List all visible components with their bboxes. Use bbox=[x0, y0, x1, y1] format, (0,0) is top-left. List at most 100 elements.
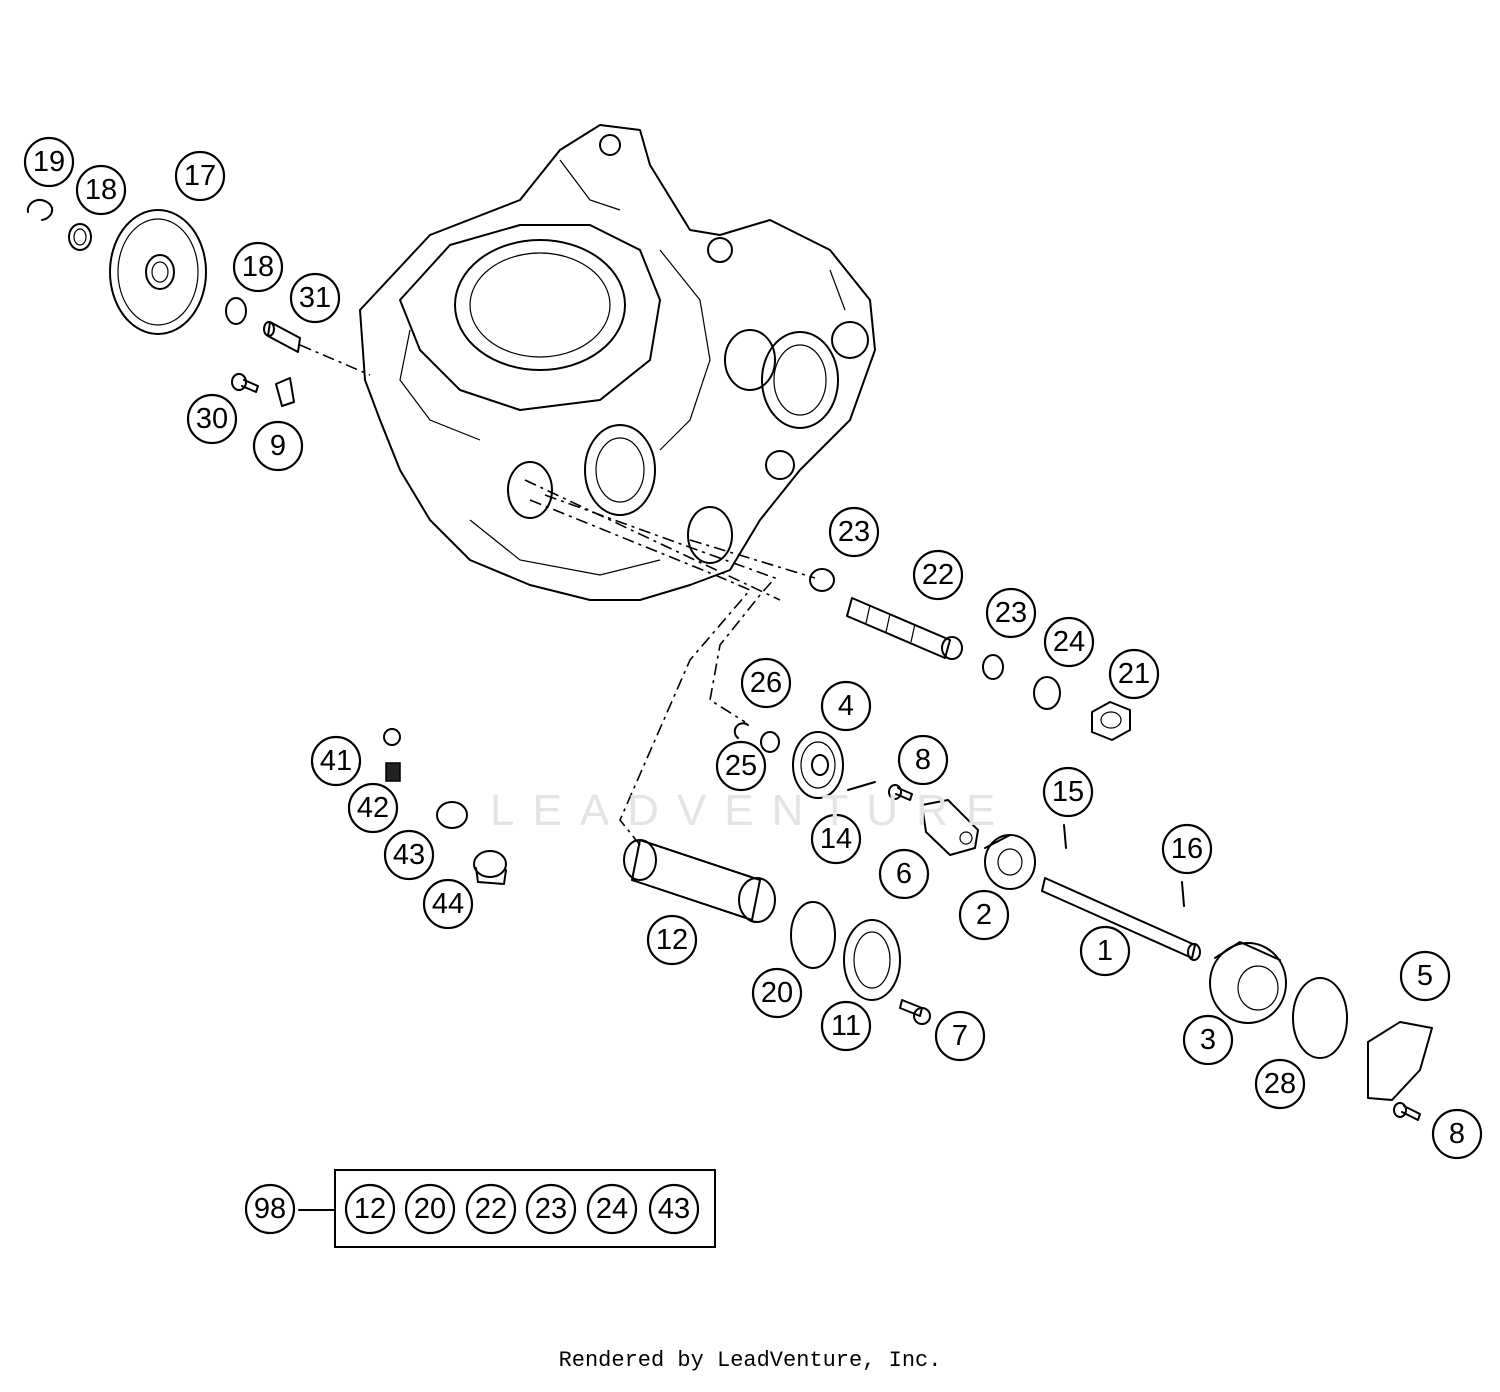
callout-18: 18 bbox=[75, 164, 127, 216]
part-washer-25 bbox=[760, 731, 780, 753]
callout-8-b: 8 bbox=[1431, 1108, 1483, 1160]
kit-item-22: 22 bbox=[465, 1183, 517, 1235]
svg-text:30: 30 bbox=[196, 403, 228, 435]
svg-text:44: 44 bbox=[432, 888, 464, 920]
part-oring-20 bbox=[790, 901, 836, 969]
part-washer-43 bbox=[436, 801, 468, 829]
svg-text:24: 24 bbox=[1053, 626, 1085, 658]
watermark: LEADVENTURE bbox=[490, 786, 1014, 835]
svg-text:26: 26 bbox=[750, 667, 782, 699]
part-plug-21 bbox=[1091, 701, 1131, 741]
svg-text:5: 5 bbox=[1417, 960, 1433, 992]
svg-text:11: 11 bbox=[831, 1010, 861, 1042]
part-plate-9 bbox=[275, 377, 295, 407]
callout-8: 8 bbox=[897, 734, 949, 786]
svg-text:18: 18 bbox=[85, 174, 117, 206]
callout-22: 22 bbox=[912, 549, 964, 601]
part-bolt-30 bbox=[231, 373, 259, 393]
callout-1: 1 bbox=[1079, 925, 1131, 977]
callout-30: 30 bbox=[186, 393, 238, 445]
svg-text:25: 25 bbox=[725, 750, 757, 782]
part-spring-42 bbox=[385, 762, 401, 782]
svg-text:1: 1 bbox=[1097, 935, 1113, 967]
svg-text:6: 6 bbox=[896, 858, 912, 890]
svg-text:43: 43 bbox=[658, 1193, 690, 1225]
callout-17: 17 bbox=[174, 150, 226, 202]
part-rotor-2 bbox=[984, 834, 1036, 890]
part-plug-44 bbox=[473, 850, 507, 885]
svg-text:22: 22 bbox=[922, 559, 954, 591]
svg-text:12: 12 bbox=[656, 924, 688, 956]
svg-text:42: 42 bbox=[357, 792, 389, 824]
callout-21: 21 bbox=[1108, 648, 1160, 700]
footer-credit: Rendered by LeadVenture, Inc. bbox=[558, 1348, 942, 1373]
callout-4: 4 bbox=[820, 680, 872, 732]
callout-42: 42 bbox=[347, 782, 399, 834]
callout-15: 15 bbox=[1042, 766, 1094, 818]
part-gear-17 bbox=[109, 209, 207, 335]
svg-text:17: 17 bbox=[184, 160, 216, 192]
svg-text:15: 15 bbox=[1052, 776, 1084, 808]
part-ball-41 bbox=[383, 728, 401, 746]
part-circlip-26 bbox=[733, 722, 749, 739]
callout-16: 16 bbox=[1161, 823, 1213, 875]
part-washer-24 bbox=[1033, 676, 1061, 710]
callout-2: 2 bbox=[958, 889, 1010, 941]
part-rotor-3 bbox=[1209, 941, 1287, 1024]
kit-item-12: 12 bbox=[344, 1183, 396, 1235]
part-circlip-19 bbox=[26, 199, 53, 221]
part-washer-18 bbox=[68, 223, 92, 251]
kit-item-24: 24 bbox=[586, 1183, 638, 1235]
callout-23: 23 bbox=[828, 506, 880, 558]
part-cover-5 bbox=[1367, 1021, 1433, 1101]
callout-kit-98: 98 bbox=[244, 1183, 296, 1235]
svg-text:98: 98 bbox=[254, 1193, 286, 1225]
svg-text:14: 14 bbox=[820, 823, 852, 855]
svg-text:23: 23 bbox=[995, 597, 1027, 629]
svg-text:20: 20 bbox=[414, 1193, 446, 1225]
part-pin-14 bbox=[847, 781, 876, 791]
svg-text:23: 23 bbox=[535, 1193, 567, 1225]
callout-5: 5 bbox=[1399, 950, 1451, 1002]
svg-text:31: 31 bbox=[299, 282, 331, 314]
callout-31: 31 bbox=[289, 272, 341, 324]
svg-text:16: 16 bbox=[1171, 833, 1203, 865]
callout-12: 12 bbox=[646, 914, 698, 966]
callout-24: 24 bbox=[1043, 616, 1095, 668]
part-oring-23 bbox=[809, 568, 835, 592]
svg-text:8: 8 bbox=[915, 744, 931, 776]
kit-item-20: 20 bbox=[404, 1183, 456, 1235]
part-pin-15 bbox=[1063, 824, 1067, 849]
svg-text:7: 7 bbox=[952, 1020, 968, 1052]
kit-item-43: 43 bbox=[648, 1183, 700, 1235]
part-bolt-7 bbox=[899, 999, 931, 1025]
part-filter-12 bbox=[623, 839, 776, 923]
part-cover-11 bbox=[843, 919, 901, 1001]
svg-text:9: 9 bbox=[270, 430, 286, 462]
callout-43: 43 bbox=[383, 829, 435, 881]
part-filter-22 bbox=[846, 597, 963, 660]
part-screw-8-b bbox=[1393, 1102, 1421, 1121]
assembly-lines bbox=[299, 344, 816, 846]
kit-item-23: 23 bbox=[525, 1183, 577, 1235]
svg-text:23: 23 bbox=[838, 516, 870, 548]
part-shaft-1 bbox=[1041, 877, 1201, 961]
svg-text:43: 43 bbox=[393, 839, 425, 871]
svg-text:3: 3 bbox=[1200, 1024, 1216, 1056]
callout-44: 44 bbox=[422, 878, 474, 930]
callout-7: 7 bbox=[934, 1010, 986, 1062]
svg-text:8: 8 bbox=[1449, 1118, 1465, 1150]
callout-26: 26 bbox=[740, 657, 792, 709]
svg-text:12: 12 bbox=[354, 1193, 386, 1225]
part-washer-18-b bbox=[225, 297, 247, 325]
svg-text:20: 20 bbox=[761, 977, 793, 1009]
part-oring-23-b bbox=[982, 654, 1004, 680]
part-screw-8 bbox=[888, 784, 913, 801]
callout-18-b: 18 bbox=[232, 241, 284, 293]
callout-6: 6 bbox=[878, 848, 930, 900]
svg-text:28: 28 bbox=[1264, 1068, 1296, 1100]
callout-23-b: 23 bbox=[985, 587, 1037, 639]
svg-text:24: 24 bbox=[596, 1193, 628, 1225]
callout-11: 11 bbox=[820, 1000, 872, 1052]
